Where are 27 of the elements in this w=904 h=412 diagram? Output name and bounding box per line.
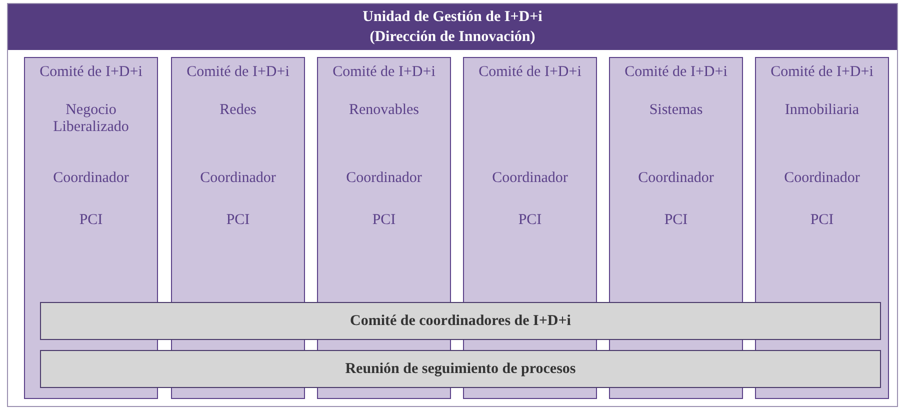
role-label: Coordinador [783, 170, 861, 187]
role-label: Coordinador [345, 170, 423, 187]
role-label: PCI [663, 212, 689, 229]
committee-title: Comité de I+D+i [478, 64, 582, 81]
role-label: PCI [78, 212, 104, 229]
organization-frame [7, 3, 898, 407]
role-label: Coordinador [491, 170, 569, 187]
role-label: Coordinador [52, 170, 130, 187]
committee-title: Comité de I+D+i [770, 64, 874, 81]
role-label: PCI [517, 212, 543, 229]
process-bar: Reunión de seguimiento de procesos [40, 350, 881, 388]
role-label: PCI [371, 212, 397, 229]
role-label: Coordinador [637, 170, 715, 187]
role-label: PCI [809, 212, 835, 229]
header-band: Unidad de Gestión de I+D+i (Dirección de Innovación) [8, 4, 897, 50]
role-label: Coordinador [199, 170, 277, 187]
committee-title: Comité de I+D+i [624, 64, 728, 81]
unit-label: Sistemas [648, 102, 704, 119]
role-label: PCI [225, 212, 251, 229]
process-bar: Comité de coordinadores de I+D+i [40, 302, 881, 340]
committee-title: Comité de I+D+i [332, 64, 436, 81]
unit-label: Inmobiliaria [784, 102, 860, 119]
unit-label: Renovables [348, 102, 420, 119]
committee-title: Comité de I+D+i [186, 64, 290, 81]
unit-label: Redes [218, 102, 258, 119]
unit-label: Negocio Liberalizado [52, 102, 130, 136]
committee-title: Comité de I+D+i [38, 64, 144, 81]
